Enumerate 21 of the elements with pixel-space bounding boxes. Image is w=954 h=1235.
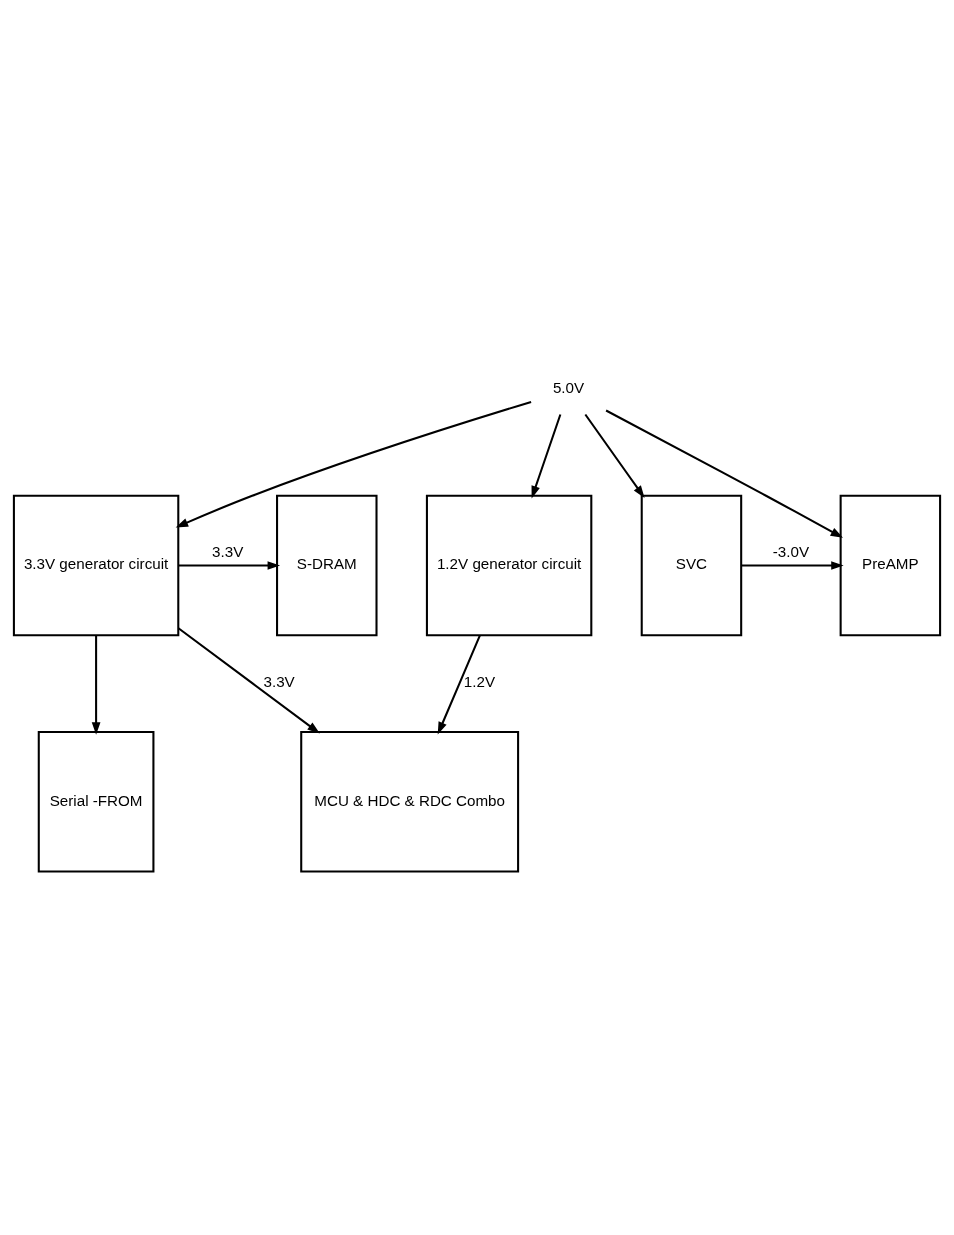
node-box: SVC	[640, 494, 743, 636]
node-box: Serial -FROM	[37, 730, 155, 872]
node-text: 5.0V	[552, 378, 585, 396]
edge-label: 1.2V	[463, 672, 496, 690]
arrow	[584, 413, 645, 498]
edge-label: 3.3V	[212, 542, 244, 560]
node-box: 3.3V generator circuit	[12, 494, 180, 636]
node-box: 1.2V generator circuit	[425, 494, 593, 636]
node-box: S-DRAM	[276, 494, 378, 636]
arrow	[437, 634, 481, 735]
arrow	[177, 626, 320, 733]
node-box: MCU & HDC & RDC Combo	[300, 730, 520, 872]
node-box: PreAMP	[839, 494, 942, 636]
arrow	[175, 400, 532, 528]
arrow	[605, 409, 843, 538]
arrow	[178, 560, 281, 570]
edge-label: 3.3V	[263, 672, 295, 690]
edge-label: -3.0V	[772, 542, 810, 560]
arrow	[531, 413, 562, 498]
arrow	[741, 560, 844, 570]
arrow	[91, 635, 101, 735]
